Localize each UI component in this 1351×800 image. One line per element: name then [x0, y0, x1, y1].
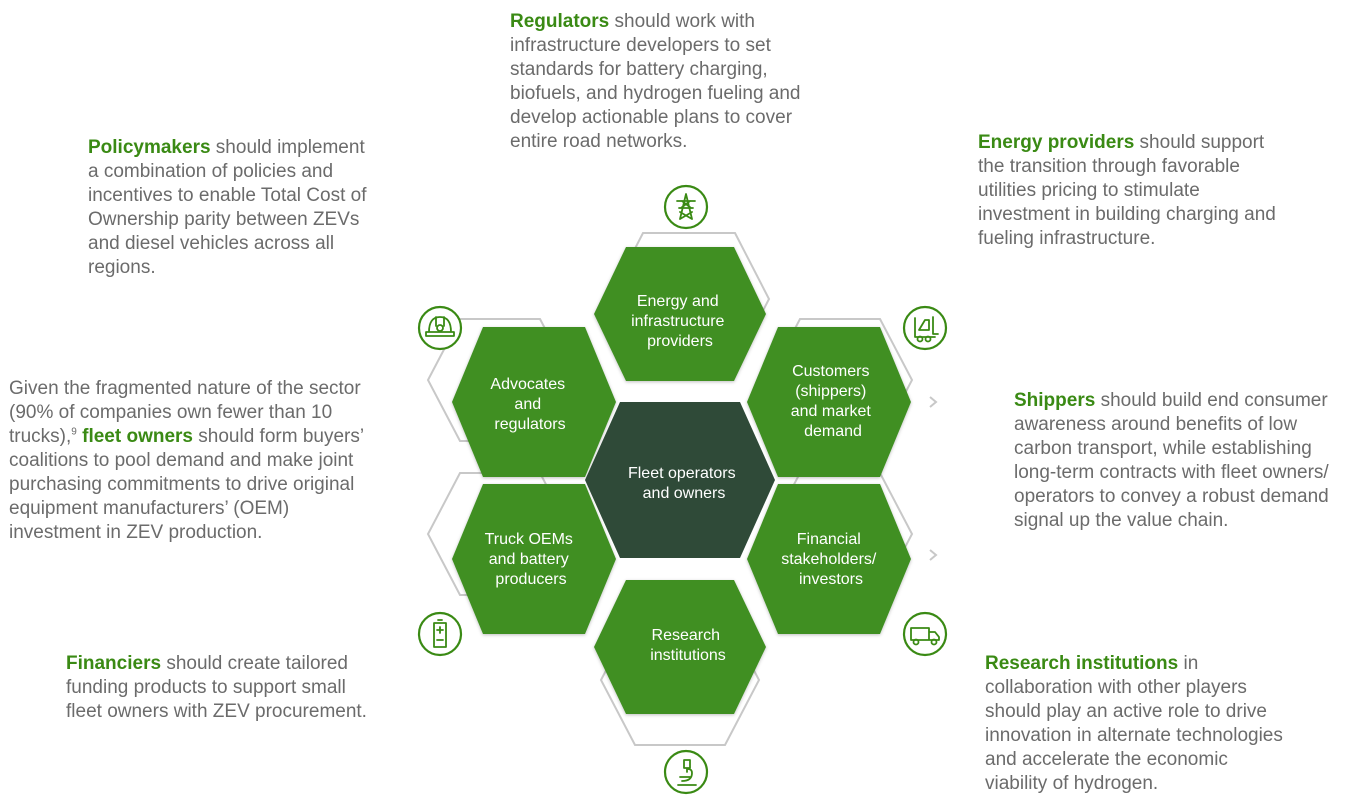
research-note: Research institutions in collaboration w…	[985, 652, 1285, 796]
hex-upper-right-line-2: (shippers)	[795, 383, 866, 400]
fleet-owners-note: Given the fragmented nature of the secto…	[9, 377, 371, 545]
regulators-note: Regulators should work with infrastructu…	[510, 10, 840, 154]
hex-lower-left-line-2: and battery	[489, 551, 569, 568]
policymakers-note-title: Policymakers	[88, 137, 211, 158]
hex-top	[594, 247, 766, 381]
microscope-icon	[663, 749, 709, 795]
research-note-text: in collaboration with other players shou…	[985, 653, 1283, 794]
hex-upper-left-line-2: and	[514, 396, 541, 413]
research-note-title: Research institutions	[985, 653, 1179, 674]
hex-upper-left-line-1: Advocates	[490, 376, 565, 393]
regulators-note-text: should work with infrastructure develope…	[510, 11, 801, 152]
hex-upper-right-line-4: demand	[804, 423, 862, 440]
hex-lower-left-line-3: producers	[495, 571, 566, 588]
hex-top-line-3: providers	[647, 333, 713, 350]
hex-lower-left	[452, 484, 616, 634]
fleet-owners-note-pre: Given the fragmented nature of the secto…	[9, 378, 361, 447]
hex-upper-right-line-1: Customers	[792, 363, 869, 380]
hex-bottom-line-1: Research	[652, 627, 720, 644]
hex-lower-right-line-3: investors	[799, 571, 863, 588]
hex-lower-right-line-2: stakeholders/	[781, 551, 877, 568]
hex-center	[585, 402, 775, 558]
hex-center-line-2: and owners	[643, 485, 726, 502]
financiers-note: Financiers should create tailored fundin…	[66, 652, 376, 724]
hex-upper-right	[747, 327, 911, 477]
policymakers-note-text: should implement a combination of polici…	[88, 137, 367, 278]
connector-arrow-right-upper	[929, 396, 938, 408]
hard-hat-icon	[417, 305, 463, 351]
connector-arrow-right-lower	[929, 549, 938, 561]
hex-top-line-2: infrastructure	[631, 313, 724, 330]
hex-bottom-label: Research institutions	[650, 627, 726, 664]
fleet-owners-note-title: fleet owners	[82, 426, 193, 447]
hex-lower-right-line-1: Financial	[797, 531, 861, 548]
power-tower-icon	[663, 184, 709, 230]
hex-upper-right-line-3: and market	[791, 403, 872, 420]
hex-center-line-1: Fleet operators	[628, 465, 736, 482]
hex-upper-left-label: Advocates and regulators	[490, 376, 569, 433]
energy-providers-note: Energy providers should support the tran…	[978, 131, 1278, 251]
hex-top-label: Energy and infrastructure providers	[631, 293, 729, 350]
regulators-note-title: Regulators	[510, 11, 610, 32]
hex-lower-left-label: Truck OEMs and battery producers	[485, 531, 578, 588]
battery-icon	[417, 611, 463, 657]
energy-providers-note-title: Energy providers	[978, 132, 1135, 153]
forklift-icon	[902, 305, 948, 351]
shippers-note-text: should build end consumer awareness arou…	[1014, 390, 1329, 531]
energy-providers-note-text: should support the transition through fa…	[978, 132, 1276, 249]
truck-icon	[902, 611, 948, 657]
fleet-owners-note-text: should form buyers’ coalitions to pool d…	[9, 426, 364, 543]
hex-bottom-line-2: institutions	[650, 647, 726, 664]
policymakers-note: Policymakers should implement a combinat…	[88, 136, 378, 280]
hex-upper-right-label: Customers (shippers) and market demand	[791, 363, 876, 440]
shippers-note-title: Shippers	[1014, 390, 1096, 411]
financiers-note-title: Financiers	[66, 653, 162, 674]
hex-lower-right	[747, 484, 911, 634]
hex-lower-left-line-1: Truck OEMs	[485, 531, 573, 548]
hex-bottom	[594, 580, 766, 714]
hex-top-line-1: Energy and	[637, 293, 719, 310]
shippers-note: Shippers should build end consumer aware…	[1014, 389, 1349, 533]
hex-lower-right-label: Financial stakeholders/ investors	[781, 531, 881, 588]
hex-upper-left	[452, 327, 616, 477]
fleet-owners-note-footnote: 9	[71, 426, 77, 438]
hex-center-label: Fleet operators and owners	[628, 465, 740, 502]
hex-upper-left-line-3: regulators	[494, 416, 565, 433]
financiers-note-text: should create tailored funding products …	[66, 653, 367, 722]
